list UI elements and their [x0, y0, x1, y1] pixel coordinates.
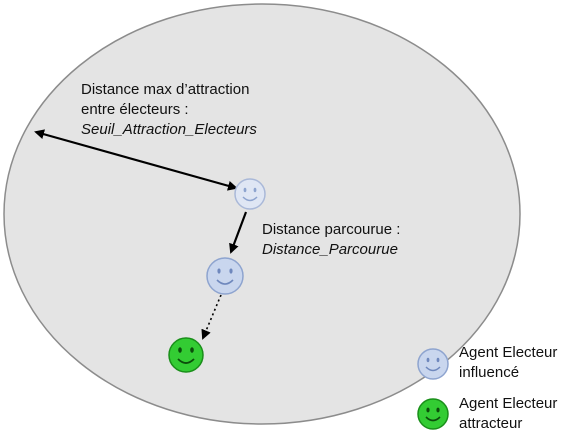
seuil-variable-name: Seuil_Attraction_Electeurs — [81, 121, 257, 138]
attraction-zone-circle — [3, 3, 521, 425]
seuil-label-line2: entre électeurs : — [81, 101, 189, 118]
parcours-variable-name: Distance_Parcourue — [262, 241, 398, 258]
seuil-distance-arrow — [34, 129, 238, 191]
legend-influenced-smiley-icon — [417, 348, 449, 380]
legend-influenced-line2: influencé — [459, 364, 520, 381]
influenced-agent-moved-smiley-icon — [206, 257, 244, 295]
seuil-label-line1: Distance max d’attraction — [81, 81, 250, 98]
legend-attractor-line2: attracteur — [459, 415, 523, 432]
legend-influenced-line1: Agent Electeur — [459, 344, 558, 361]
attractor-agent-smiley-icon — [168, 337, 204, 373]
parcours-label-line1: Distance parcourue : — [262, 221, 401, 238]
legend-attractor-smiley-icon — [417, 398, 449, 430]
influenced-agent-start-smiley-icon — [234, 178, 266, 210]
distance-parcourue-arrow — [229, 211, 248, 254]
legend-attractor-line1: Agent Electeur — [459, 395, 558, 412]
